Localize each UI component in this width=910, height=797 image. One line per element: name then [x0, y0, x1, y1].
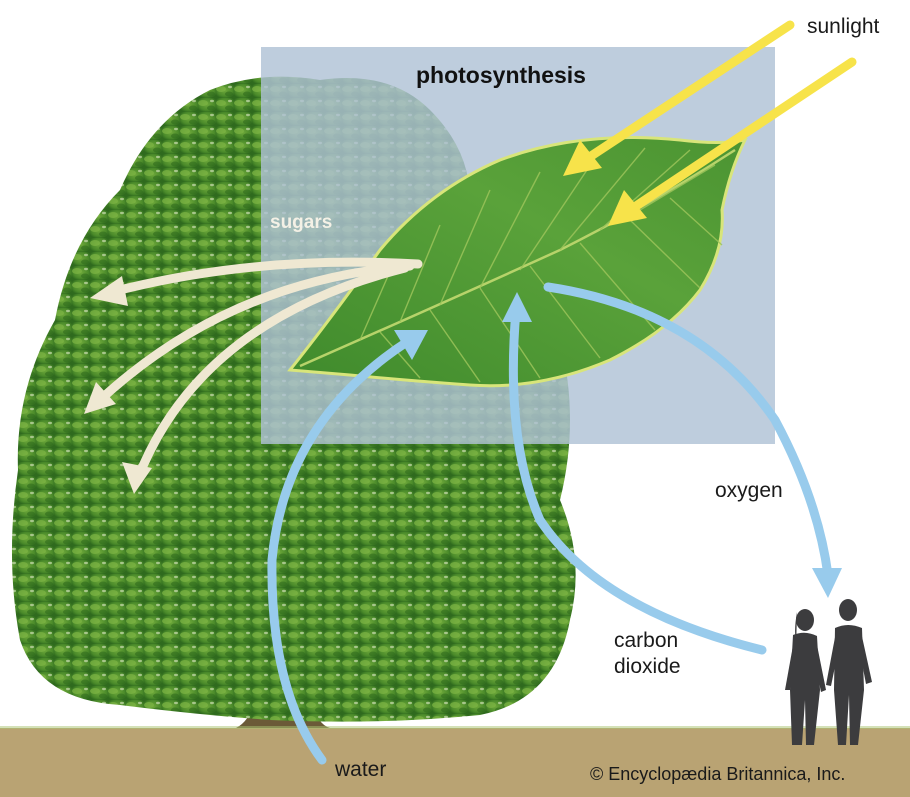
carbon-dioxide-label-line2: dioxide [614, 655, 681, 678]
sunlight-label: sunlight [807, 15, 880, 38]
leaf-midrib [299, 148, 736, 368]
human-silhouettes [785, 599, 872, 745]
water-label: water [335, 758, 387, 781]
sugars-label: sugars [270, 212, 333, 233]
woman-silhouette [785, 609, 826, 745]
man-silhouette [826, 599, 872, 745]
carbon-dioxide-arrow [502, 292, 767, 655]
oxygen-arrow [543, 282, 842, 598]
oxygen-label: oxygen [715, 479, 783, 502]
water-arrow [267, 330, 428, 765]
ground [0, 728, 910, 797]
carbon-dioxide-label-line1: carbon [614, 629, 679, 652]
copyright-notice: © Encyclopædia Britannica, Inc. [590, 764, 846, 784]
diagram-title: photosynthesis [416, 62, 586, 88]
sunlight-arrows [563, 20, 857, 226]
sugar-arrows [95, 257, 423, 483]
